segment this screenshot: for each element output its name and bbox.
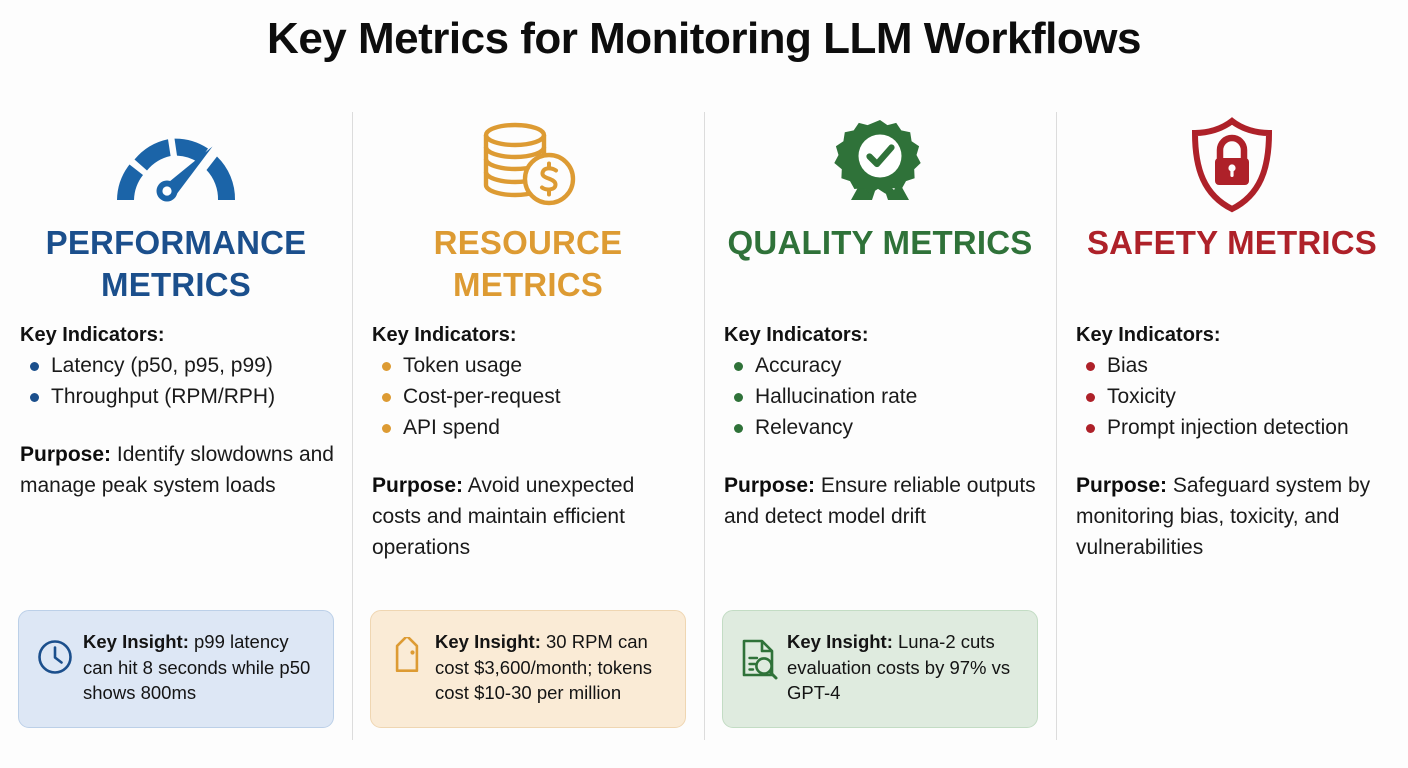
key-indicators-list-quality: Accuracy Hallucination rate Relevancy <box>722 350 1038 443</box>
list-item: Cost-per-request <box>370 381 686 412</box>
key-indicators-block-quality: Key Indicators: Accuracy Hallucination r… <box>722 324 1038 443</box>
purpose-label: Purpose: <box>1076 474 1168 498</box>
column-safety-metrics: SAFETY METRICS Key Indicators: Bias Toxi… <box>1056 108 1408 748</box>
bullet-dot-icon <box>30 393 39 403</box>
purpose-text-resource: Purpose: Avoid unexpected costs and main… <box>370 471 686 564</box>
bullet-dot-icon <box>1086 393 1095 403</box>
purpose-value: Avoid unexpected costs and maintain effi… <box>372 474 635 559</box>
coin-stack-dollar-icon <box>370 108 686 216</box>
key-insight-box-performance: Key Insight: p99 latency can hit 8 secon… <box>18 610 334 728</box>
list-item: Throughput (RPM/RPH) <box>18 381 334 412</box>
purpose-value: Identify slowdowns and manage peak syste… <box>20 443 334 498</box>
bullet-dot-icon <box>734 424 743 434</box>
list-item: API spend <box>370 412 686 443</box>
column-heading-quality: QUALITY METRICS <box>727 224 1033 261</box>
award-ribbon-check-icon <box>722 108 1038 216</box>
list-item: Toxicity <box>1074 381 1390 412</box>
purpose-label: Purpose: <box>20 443 112 467</box>
bullet-dot-icon <box>30 362 39 371</box>
key-insight-text-performance: Key Insight: p99 latency can hit 8 secon… <box>81 629 319 706</box>
column-heading-performance: PERFORMANCE METRICS <box>45 224 307 304</box>
list-item: Latency (p50, p95, p99) <box>18 350 334 381</box>
key-indicators-label: Key Indicators: <box>724 324 869 346</box>
metric-columns: PERFORMANCE METRICS Key Indicators: Late… <box>0 108 1408 748</box>
key-indicators-list-safety: Bias Toxicity Prompt injection detection <box>1074 350 1390 443</box>
bullet-dot-icon <box>734 393 743 403</box>
bullet-dot-icon <box>382 424 391 434</box>
speedometer-gauge-icon <box>18 108 334 216</box>
purpose-text-safety: Purpose: Safeguard system by monitoring … <box>1074 471 1390 564</box>
key-indicators-list-performance: Latency (p50, p95, p99) Throughput (RPM/… <box>18 350 334 412</box>
list-item: Hallucination rate <box>722 381 1038 412</box>
key-indicators-list-resource: Token usage Cost-per-request API spend <box>370 350 686 443</box>
key-insight-value: p99 latency can hit 8 seconds while p50 … <box>83 631 311 704</box>
purpose-label: Purpose: <box>372 474 464 498</box>
list-item: Relevancy <box>722 412 1038 443</box>
key-indicators-block-performance: Key Indicators: Latency (p50, p95, p99) … <box>18 324 334 412</box>
bullet-dot-icon <box>734 362 743 371</box>
column-heading-resource: RESOURCE METRICS <box>433 224 623 304</box>
key-insight-label: Key Insight: <box>435 631 541 652</box>
purpose-label: Purpose: <box>724 474 816 498</box>
document-magnifier-icon <box>733 629 785 681</box>
clock-icon <box>29 629 81 677</box>
purpose-text-performance: Purpose: Identify slowdowns and manage p… <box>18 440 334 502</box>
purpose-value: Safeguard system by monitoring bias, tox… <box>1076 474 1371 559</box>
key-insight-text-quality: Key Insight: Luna-2 cuts evaluation cost… <box>785 629 1023 706</box>
page-title: Key Metrics for Monitoring LLM Workflows <box>267 14 1141 63</box>
purpose-value: Ensure reliable outputs and detect model… <box>724 474 1036 529</box>
bullet-dot-icon <box>1086 362 1095 371</box>
bullet-dot-icon <box>382 362 391 371</box>
list-item: Token usage <box>370 350 686 381</box>
column-quality-metrics: QUALITY METRICS Key Indicators: Accuracy… <box>704 108 1056 748</box>
key-indicators-block-resource: Key Indicators: Token usage Cost-per-req… <box>370 324 686 443</box>
list-item: Bias <box>1074 350 1390 381</box>
column-resource-metrics: RESOURCE METRICS Key Indicators: Token u… <box>352 108 704 748</box>
list-item: Prompt injection detection <box>1074 412 1390 443</box>
key-insight-text-resource: Key Insight: 30 RPM can cost $3,600/mont… <box>433 629 671 706</box>
shield-lock-icon <box>1074 108 1390 216</box>
key-indicators-label: Key Indicators: <box>372 324 517 346</box>
key-indicators-label: Key Indicators: <box>1076 324 1221 346</box>
key-indicators-label: Key Indicators: <box>20 324 165 346</box>
list-item: Accuracy <box>722 350 1038 381</box>
key-indicators-block-safety: Key Indicators: Bias Toxicity Prompt inj… <box>1074 324 1390 443</box>
column-heading-safety: SAFETY METRICS <box>1086 224 1378 261</box>
bullet-dot-icon <box>382 393 391 403</box>
key-insight-box-quality: Key Insight: Luna-2 cuts evaluation cost… <box>722 610 1038 728</box>
purpose-text-quality: Purpose: Ensure reliable outputs and det… <box>722 471 1038 533</box>
key-insight-box-resource: Key Insight: 30 RPM can cost $3,600/mont… <box>370 610 686 728</box>
key-insight-label: Key Insight: <box>787 631 893 652</box>
key-insight-value: 30 RPM can cost $3,600/month; tokens cos… <box>435 631 652 704</box>
price-tag-icon <box>381 629 433 679</box>
key-insight-value: Luna-2 cuts evaluation costs by 97% vs G… <box>787 631 1011 704</box>
column-performance-metrics: PERFORMANCE METRICS Key Indicators: Late… <box>0 108 352 748</box>
bullet-dot-icon <box>1086 424 1095 434</box>
key-insight-label: Key Insight: <box>83 631 189 652</box>
